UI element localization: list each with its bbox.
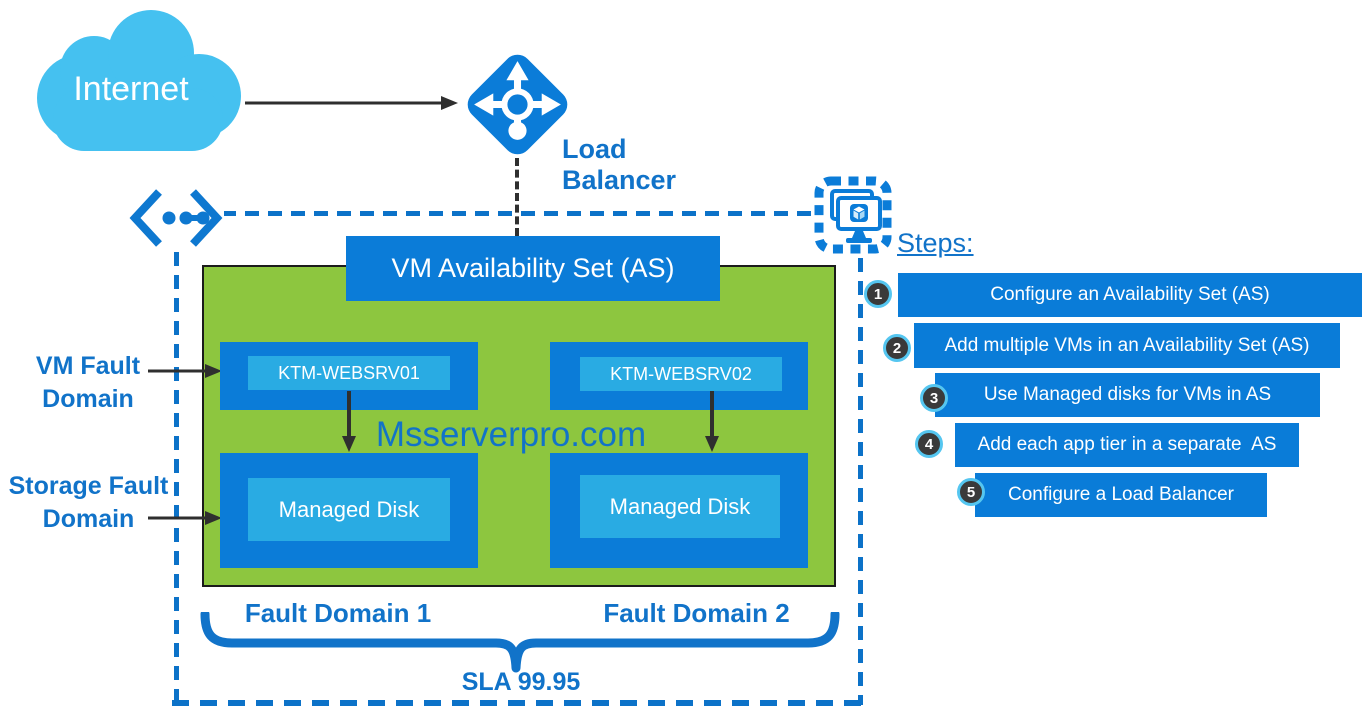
fd1-domain-label: Fault Domain 1 [244,598,432,628]
fd2-disk-label: Managed Disk [580,475,780,538]
vnet-border-right [858,258,863,705]
vm-fault-domain-line2: Domain [42,385,134,413]
vm-fault-domain-line1: VM Fault [35,352,141,380]
storage-fault-domain-line2: Domain [42,505,135,533]
fd1-vm-name: KTM-WEBSRV01 [248,356,450,390]
connector-lb-to-as [515,158,519,236]
step-number-4: 4 [915,430,943,458]
arrow-vm-fault [148,364,222,378]
arrow-vm2-to-disk2 [705,391,719,452]
step-bar-4: Add each app tier in a separate AS [955,423,1299,467]
step-number-5: 5 [957,478,985,506]
arrow-vm1-to-disk1 [342,391,356,452]
fd1-disk-label: Managed Disk [248,478,450,541]
virtual-network-icon [128,185,224,251]
step-number-1: 1 [864,280,892,308]
watermark-text: Msserverpro.com [375,415,647,454]
step-bar-1: Configure an Availability Set (AS) [898,273,1362,317]
step-bar-3: Use Managed disks for VMs in AS [935,373,1320,417]
internet-label: Internet [73,70,189,108]
fd2-domain-label: Fault Domain 2 [603,598,790,628]
load-balancer-label: Load Balancer [562,134,677,195]
steps-heading: Steps: [897,228,974,258]
arrow-internet-to-lb [245,96,458,110]
internet-cloud-icon [33,6,245,154]
step-bar-5: Configure a Load Balancer [975,473,1267,517]
sla-brace [200,612,840,673]
arrow-storage-fault [148,511,222,525]
vnet-border-left [174,252,179,705]
vm-fault-domain-label: VM Fault Domain [18,350,158,416]
storage-fault-domain-label: Storage Fault Domain [6,470,171,536]
fd2-vm-name: KTM-WEBSRV02 [580,357,782,391]
load-balancer-icon [461,48,574,161]
availability-set-icon [813,175,893,257]
availability-set-title: VM Availability Set (AS) [346,236,720,301]
vnet-border-bottom [172,700,864,706]
sla-label: SLA 99.95 [461,668,581,696]
step-number-3: 3 [920,384,948,412]
step-number-2: 2 [883,334,911,362]
storage-fault-domain-line1: Storage Fault [8,472,169,500]
step-bar-2: Add multiple VMs in an Availability Set … [914,323,1340,368]
